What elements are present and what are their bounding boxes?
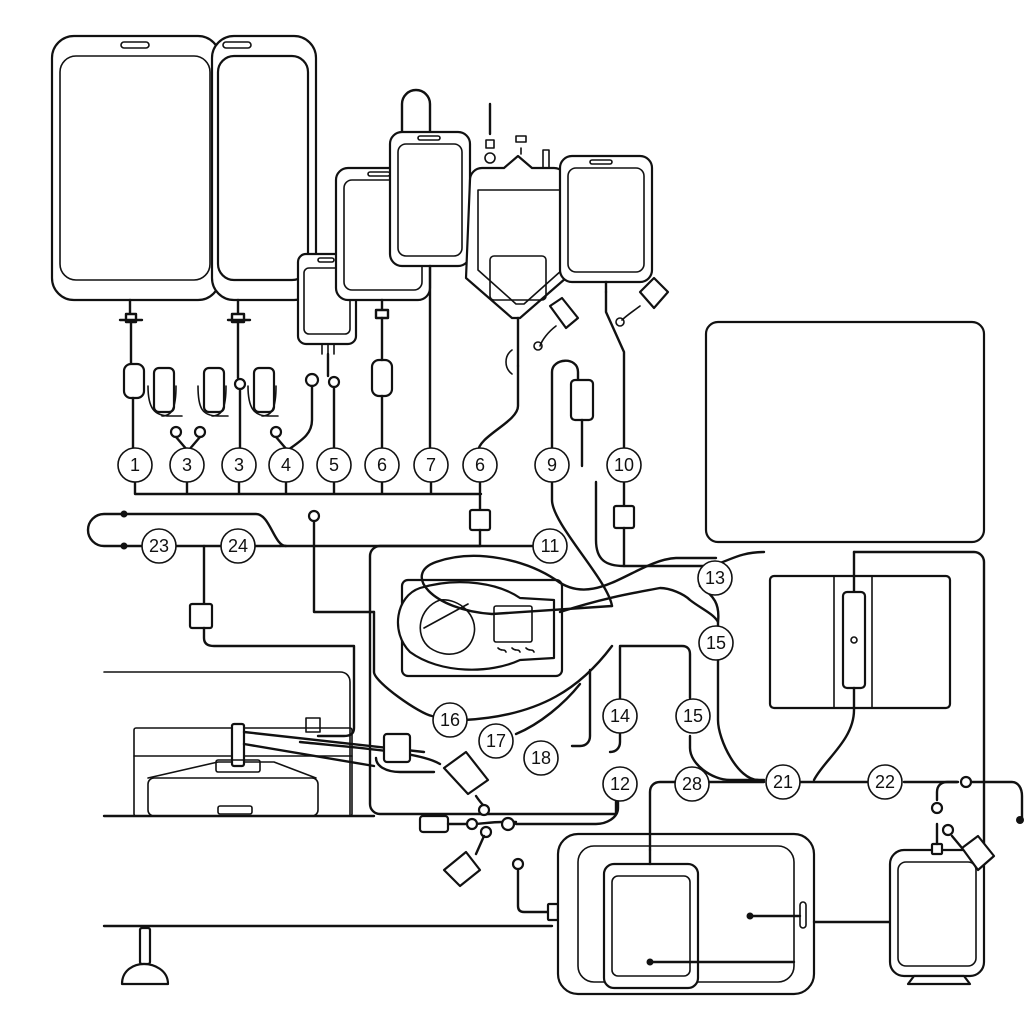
callout-23: 23 [141,528,177,564]
callout-3b: 3 [221,447,257,483]
callout-24: 24 [220,528,256,564]
callout-28: 28 [674,766,710,802]
callout-15a: 15 [698,625,734,661]
callout-17-label: 17 [486,731,506,751]
callout-6b: 6 [462,447,498,483]
large-fluid-bag-2 [210,34,318,324]
callout-4: 4 [268,447,304,483]
callout-24-label: 24 [228,536,248,556]
callout-16: 16 [432,702,468,738]
medium-bag-7 [388,88,472,268]
tag-labels [533,276,670,351]
callout-6a-label: 6 [377,455,387,475]
callout-3b-label: 3 [234,455,244,475]
centrifuge-cassette [368,544,618,816]
waste-bag [812,775,1024,986]
callout-15b-label: 15 [683,706,703,726]
internal-tubing [372,554,766,782]
callout-22: 22 [867,764,903,800]
callout-17: 17 [478,723,514,759]
callout-1-label: 1 [130,455,140,475]
filter-panel [768,550,952,782]
callout-7: 7 [413,447,449,483]
callout-4-label: 4 [281,455,291,475]
callout-21-label: 21 [773,772,793,792]
callout-21: 21 [765,764,801,800]
callout-11: 11 [532,528,568,564]
callout-28-label: 28 [682,774,702,794]
bag-10 [558,154,654,294]
return-loop-23-24 [86,509,536,738]
callout-16-label: 16 [440,710,460,730]
callout-14-label: 14 [610,706,630,726]
callout-9: 9 [534,447,570,483]
large-fluid-bag-1 [50,34,222,366]
air-detector [374,732,436,774]
callout-15b: 15 [675,698,711,734]
callout-5: 5 [316,447,352,483]
monitor-screen [704,320,986,854]
callout-10: 10 [606,447,642,483]
callout-11-label: 11 [541,536,560,556]
callout-13: 13 [697,560,733,596]
collection-container [556,780,960,996]
callout-12-label: 12 [610,774,630,794]
callout-18-label: 18 [531,748,551,768]
callout-1: 1 [117,447,153,483]
callout-6a: 6 [364,447,400,483]
callout-18: 18 [523,740,559,776]
roller-clamp-group [122,358,394,439]
callout-14: 14 [602,698,638,734]
callout-13-label: 13 [705,568,725,588]
callout-9-label: 9 [547,455,557,475]
manifold-line [133,480,492,548]
callout-10-label: 10 [614,455,634,475]
callout-22-label: 22 [875,772,895,792]
tubing-9-10 [550,359,766,608]
pump-machine [102,671,554,986]
callout-6b-label: 6 [475,455,485,475]
callout-12: 12 [602,766,638,802]
callout-5-label: 5 [329,455,339,475]
callout-3a: 3 [169,447,205,483]
callout-3a-label: 3 [182,455,192,475]
callout-23-label: 23 [149,536,169,556]
callout-7-label: 7 [426,455,436,475]
callout-15a-label: 15 [706,633,726,653]
blood-bag-with-spikes [464,102,568,375]
